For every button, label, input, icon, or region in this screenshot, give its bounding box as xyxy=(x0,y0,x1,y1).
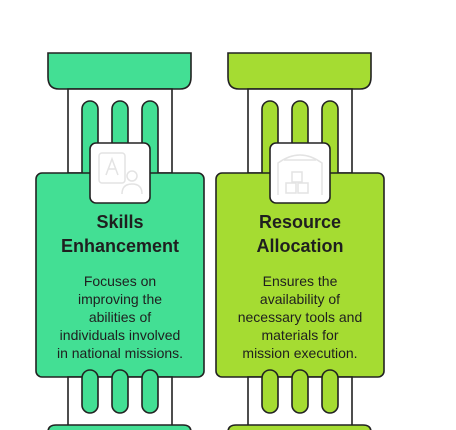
pillar-flute xyxy=(81,369,99,414)
pillar-flute xyxy=(111,369,129,414)
card-resource-allocation: Resource Allocation Ensures the availabi… xyxy=(220,210,380,362)
card-title: Skills Enhancement xyxy=(60,212,180,256)
pillar-capital xyxy=(47,52,192,90)
icon-box xyxy=(89,142,151,204)
card-description: Ensures the availability of necessary to… xyxy=(237,273,363,361)
pillar-flute xyxy=(321,369,339,414)
card-title: Resource Allocation xyxy=(256,212,344,256)
pillar-flute xyxy=(261,369,279,414)
pillar-flute xyxy=(291,369,309,414)
warehouse-boxes-icon xyxy=(277,154,323,195)
pillar-capital xyxy=(227,52,372,90)
pillar-resource-allocation xyxy=(215,52,385,430)
person-learning-icon xyxy=(98,152,143,195)
card-description: Focuses on improving the abilities of in… xyxy=(56,273,184,361)
pillar-flute xyxy=(141,369,159,414)
icon-box xyxy=(269,142,331,204)
card-skills-enhancement: Skills Enhancement Focuses on improving … xyxy=(40,210,200,362)
pillar-skills-enhancement xyxy=(35,52,205,430)
pillar-base xyxy=(47,424,192,430)
pillar-base xyxy=(227,424,372,430)
